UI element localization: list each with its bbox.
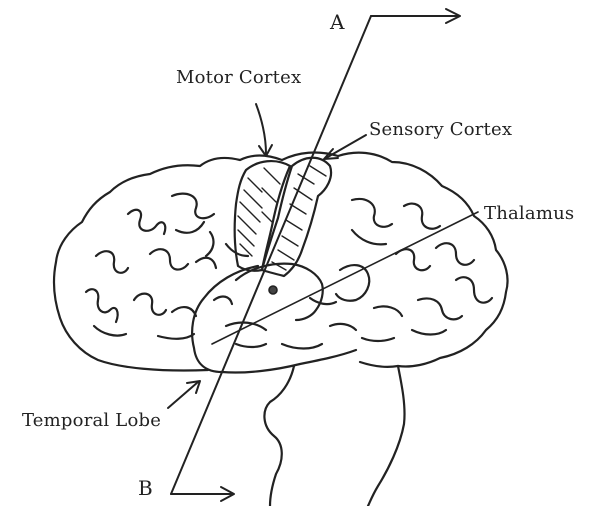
thalamus-dot (269, 286, 277, 294)
neck-back (368, 366, 405, 506)
motor-cortex-label: Motor Cortex (176, 67, 301, 88)
motor-cortex-arrow (256, 104, 266, 154)
section-a-label: A (330, 10, 345, 34)
thalamus-label: Thalamus (484, 203, 574, 224)
temporal-lobe-label: Temporal Lobe (22, 410, 161, 431)
motor-cortex-strip (235, 161, 290, 271)
section-b-label: B (138, 476, 153, 500)
brain-outline (54, 153, 508, 371)
thalamus-region (236, 264, 323, 320)
inner-fold (336, 265, 369, 301)
sensory-cortex-label: Sensory Cortex (369, 119, 512, 140)
brainstem (264, 366, 294, 506)
temporal-lobe-arrow (168, 382, 198, 408)
temporal-lobe-outline (192, 266, 356, 373)
